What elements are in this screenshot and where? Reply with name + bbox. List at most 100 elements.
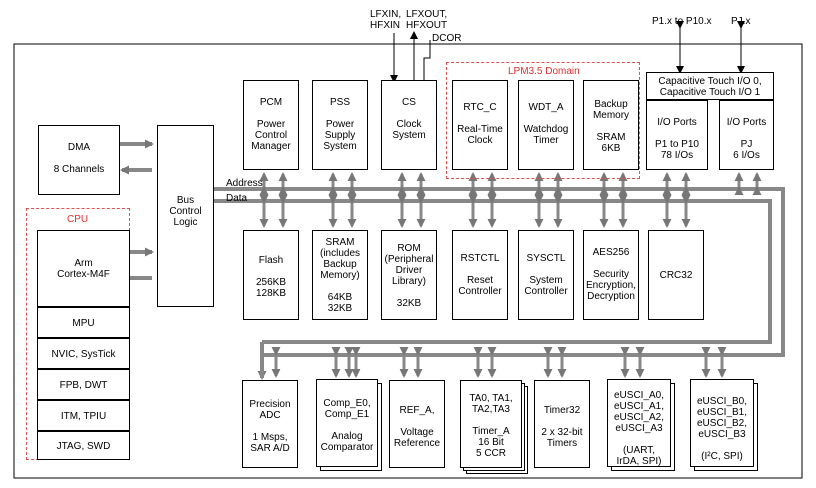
precision-adc-block-text: Precision [249, 399, 291, 410]
timer32-block-text: 2 x 32-bit [541, 427, 583, 438]
ref-a-block-text: REF_A, [399, 405, 435, 416]
rom-block-text: (Peripheral [384, 254, 434, 265]
precision-adc-block-text: 1 Msps, [252, 432, 288, 443]
eusci-b-block-text: (I²C, SPI) [701, 451, 743, 462]
cs-block-text: System [392, 130, 426, 141]
lfxout-label: LFXOUT,HFXOUT [406, 9, 448, 31]
rtc-block-text: Real-Time [457, 124, 503, 135]
io-ports-pj-block-text: 6 I/Os [733, 150, 760, 161]
timer-a-block-text: TA2,TA3 [472, 404, 510, 415]
data-bus-label: Data [226, 193, 248, 204]
backup-sram-block-text [584, 121, 638, 132]
eusci-a-block-text: eUSCI_A0, [613, 390, 665, 401]
capacitive-touch-block-text: Capacitive Touch I/O 0, [658, 76, 762, 87]
aes256-block-text: AES256 [592, 247, 630, 258]
mpu-block-text: MPU [72, 318, 95, 329]
jtag-block-text: JTAG, SWD [56, 441, 111, 452]
io-ports-pj-block-text: PJ [740, 139, 753, 150]
comp-e-block-text: Comparator [320, 442, 374, 453]
rtc-block-text [453, 113, 507, 124]
timer-a-block-text: 5 CCR [475, 448, 506, 459]
eusci-b-block-text: eUSCI_B3 [698, 429, 746, 440]
cs-block-text: CS [402, 97, 416, 108]
flash-block-text: 128KB [255, 288, 287, 299]
eusci-b-block-text: eUSCI_B2, [696, 418, 748, 429]
wdt-block-text [519, 113, 573, 124]
bus-control-logic-block-text: Logic [173, 217, 198, 228]
pss-block-text [313, 108, 367, 119]
timer-a-block-text: Timer_A [472, 426, 510, 437]
wdt-block-text: Watchdog [523, 124, 569, 135]
sysctl-block-text: Controller [524, 286, 568, 297]
pj-label: PJ.x [731, 16, 751, 27]
cs-block-text: Clock [396, 119, 422, 130]
sysctl-block-text [519, 264, 573, 275]
arm-cortex-block-text: Arm [74, 258, 93, 269]
rtc-block-text: Clock [467, 135, 493, 146]
aes256-block-text: Encryption, [585, 280, 637, 291]
lfxin-label: LFXIN,HFXIN [370, 9, 402, 31]
pcm-block-text: Power [256, 119, 286, 130]
eusci-b-block-text: eUSCI_B0, [696, 396, 748, 407]
io-ports-pj-block-text: I/O Ports [726, 117, 767, 128]
fpb-block: FPB, DWT [37, 369, 130, 400]
jtag-block: JTAG, SWD [37, 431, 130, 460]
crc32-block-text: CRC32 [659, 270, 693, 281]
aes256-block-text: Decryption [587, 291, 635, 302]
io-ports-p1-p10-block-text: 78 I/Os [660, 150, 694, 161]
itm-block: ITM, TPIU [37, 400, 130, 431]
io-ports-p1-p10-block-text [647, 128, 707, 139]
io-ports-pj-block-text [720, 128, 773, 139]
precision-adc-block-text: SAR A/D [250, 443, 290, 454]
io-ports-p1-p10-block-text: I/O Ports [657, 117, 697, 128]
comp-e-block-text: Analog [331, 431, 363, 442]
eusci-a-block-text: eUSCI_A2, [613, 412, 665, 423]
arm-cortex-block-text: Cortex-M4F [57, 269, 110, 280]
fpb-block-text: FPB, DWT [59, 380, 108, 391]
flash-block-text: Flash [258, 255, 284, 266]
backup-sram-block-text: Memory [592, 110, 630, 121]
pcm-block-text: PCM [259, 97, 283, 108]
ref-a-block-text: Voltage [400, 427, 434, 438]
sram-block-text [313, 281, 367, 292]
rom-block-text: Library) [392, 276, 426, 287]
p1-p10-label: P1.x to P10.x [652, 16, 712, 27]
nvic-block-text: NVIC, SysTick [51, 349, 116, 360]
pss-block-text: Supply [324, 130, 356, 141]
rom-block-text: 32KB [396, 298, 422, 309]
io-ports-p1-p10-block-text: P1 to P10 [655, 139, 699, 150]
aes256-block-text: Security [592, 269, 630, 280]
pss-block-text: Power [325, 119, 355, 130]
aes256-block-text [584, 258, 638, 269]
comp-e-block-text [317, 420, 377, 431]
mpu-block: MPU [37, 307, 130, 338]
bus-control-logic-block-text: Control [169, 206, 202, 217]
dcor-label: DCOR [432, 33, 462, 44]
rstctl-block-text [453, 264, 507, 275]
timer-a-block-text [461, 415, 521, 426]
timer-a-block-text: TA0, TA1, [469, 393, 513, 404]
timer-a-block-text: 16 Bit [478, 437, 504, 448]
sram-block-text: Backup [323, 259, 357, 270]
eusci-a-block-text: eUSCI_A1, [613, 401, 665, 412]
bus-control-logic-block-text: Bus [176, 195, 195, 206]
eusci-a-block-text [608, 434, 670, 445]
dma-block-text [39, 153, 119, 164]
ref-a-block-text: Reference [393, 438, 441, 449]
rom-block-text: ROM [397, 243, 421, 254]
sram-block-text: 32KB [327, 303, 353, 314]
nvic-block: NVIC, SysTick [37, 338, 130, 369]
pss-block-text: PSS [329, 97, 350, 108]
